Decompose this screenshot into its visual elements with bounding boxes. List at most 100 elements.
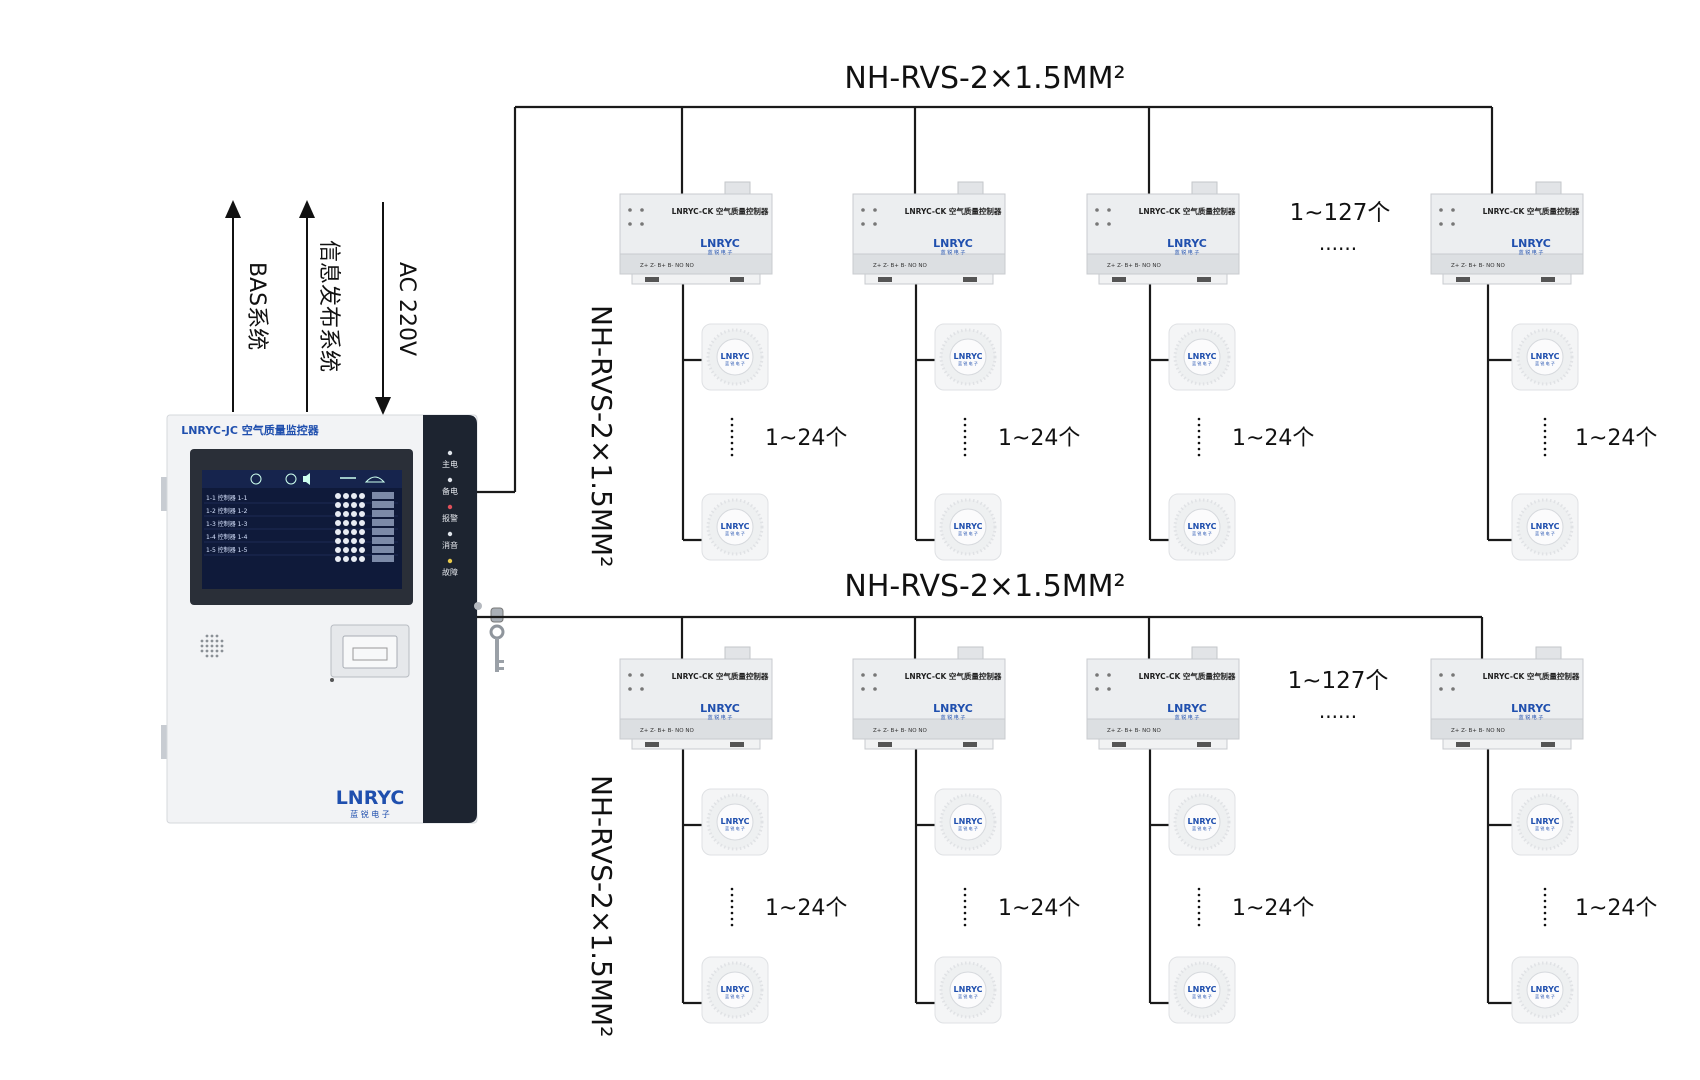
ellipsis-dot — [1543, 417, 1547, 421]
controller-brand-sub: 蓝 锐 电 子 — [708, 249, 733, 256]
sensor-brand-sub: 蓝 锐 电 子 — [1192, 993, 1212, 999]
controller-brand-sub: 蓝 锐 电 子 — [1519, 249, 1544, 256]
controller-title: LNRYC-CK 空气质量控制器 — [905, 206, 1002, 216]
monitor-title: LNRYC-JC 空气质量监控器 — [181, 423, 320, 437]
ellipsis-dot — [1197, 917, 1201, 921]
screen-speaker-icon — [303, 473, 310, 485]
ellipsis-dot — [1543, 905, 1547, 909]
controller-terminals: Z+ Z- B+ B- NO NO — [873, 728, 927, 734]
ellipsis-dot — [730, 911, 734, 915]
sensor-brand-sub: 蓝 锐 电 子 — [1535, 993, 1555, 999]
controller-brand-sub: 蓝 锐 电 子 — [1175, 714, 1200, 721]
speaker-grill — [200, 634, 224, 658]
ellipsis-dot — [1197, 453, 1201, 457]
controllers-ellipsis-top: ...... — [1319, 231, 1357, 255]
ellipsis-dot — [963, 453, 967, 457]
sensor-count-bottom-1: 1~24个 — [765, 896, 847, 921]
controller-brand-sub: 蓝 锐 电 子 — [1519, 714, 1544, 721]
status-led-4 — [447, 531, 453, 537]
sensor-brand-sub: 蓝 锐 电 子 — [958, 360, 978, 366]
sensor-brand: LNRYC — [954, 985, 983, 994]
monitor-brand: LNRYC — [336, 787, 405, 809]
sensor-brand-sub: 蓝 锐 电 子 — [725, 825, 745, 831]
controller-brand: LNRYC — [1167, 237, 1207, 250]
controller-brand-sub: 蓝 锐 电 子 — [1175, 249, 1200, 256]
ellipsis-dot — [1543, 423, 1547, 427]
controllers-ellipsis-bottom: ...... — [1319, 699, 1357, 723]
status-led-label-2: 备电 — [442, 486, 458, 496]
monitor-brand-sub: 蓝 锐 电 子 — [350, 809, 390, 819]
ellipsis-dot — [963, 423, 967, 427]
branch-label-bottom: NH-RVS-2×1.5MM² — [585, 775, 618, 1037]
controller-brand-sub: 蓝 锐 电 子 — [708, 714, 733, 721]
ellipsis-dot — [963, 429, 967, 433]
monitor-screen — [202, 470, 402, 589]
screen-forward-icon — [285, 473, 297, 485]
sensor-brand: LNRYC — [954, 352, 983, 361]
ellipsis-dot — [1197, 893, 1201, 897]
status-led-label-4: 消音 — [442, 540, 458, 550]
controller-terminals: Z+ Z- B+ B- NO NO — [640, 728, 694, 734]
ellipsis-dot — [963, 417, 967, 421]
sensor-brand: LNRYC — [1188, 522, 1217, 531]
ellipsis-dot — [730, 893, 734, 897]
ellipsis-dot — [1197, 429, 1201, 433]
sensor-brand-sub: 蓝 锐 电 子 — [1535, 360, 1555, 366]
controller-brand: LNRYC — [933, 237, 973, 250]
controller-terminals: Z+ Z- B+ B- NO NO — [873, 263, 927, 269]
ellipsis-dot — [1197, 899, 1201, 903]
ellipsis-dot — [1543, 435, 1547, 439]
status-led-5 — [447, 558, 453, 564]
ellipsis-dot — [730, 429, 734, 433]
controllers-count-bottom: 1~127个 — [1288, 668, 1389, 694]
sensor-brand-sub: 蓝 锐 电 子 — [725, 360, 745, 366]
ellipsis-dot — [963, 899, 967, 903]
sensor-brand-sub: 蓝 锐 电 子 — [1192, 530, 1212, 536]
sensor-count-bottom-2: 1~24个 — [998, 896, 1080, 921]
ellipsis-dot — [730, 887, 734, 891]
status-led-2 — [447, 477, 453, 483]
controller-title: LNRYC-CK 空气质量控制器 — [1483, 671, 1580, 681]
ellipsis-dot — [730, 453, 734, 457]
sensor-brand: LNRYC — [1531, 985, 1560, 994]
ellipsis-dot — [1543, 911, 1547, 915]
screen-row-3: 1-3 控制器 1-3 — [206, 520, 248, 528]
sensor-brand-sub: 蓝 锐 电 子 — [958, 530, 978, 536]
sensor-brand-sub: 蓝 锐 电 子 — [725, 993, 745, 999]
air-quality-monitor: LNRYC-JC 空气质量监控器 1-1 控制器 1-11-2 控制器 1-21… — [161, 414, 505, 824]
ellipsis-dot — [1543, 453, 1547, 457]
status-led-1 — [447, 450, 453, 456]
sensor-count-bottom-4: 1~24个 — [1575, 896, 1657, 921]
branch-label-top: NH-RVS-2×1.5MM² — [585, 305, 618, 567]
ellipsis-dot — [1197, 887, 1201, 891]
ellipsis-dot — [1197, 447, 1201, 451]
ellipsis-dot — [730, 417, 734, 421]
ellipsis-dot — [1543, 923, 1547, 927]
sensor-brand-sub: 蓝 锐 电 子 — [1192, 360, 1212, 366]
ellipsis-dot — [963, 435, 967, 439]
sensor-brand: LNRYC — [1188, 817, 1217, 826]
screen-back-icon — [250, 473, 262, 485]
screen-status-grid — [335, 492, 394, 562]
sensor-count-top-3: 1~24个 — [1232, 426, 1314, 451]
status-led-3 — [447, 504, 453, 510]
ellipsis-dot — [963, 905, 967, 909]
controller-brand-sub: 蓝 锐 电 子 — [941, 249, 966, 256]
sensor-brand-sub: 蓝 锐 电 子 — [1192, 825, 1212, 831]
